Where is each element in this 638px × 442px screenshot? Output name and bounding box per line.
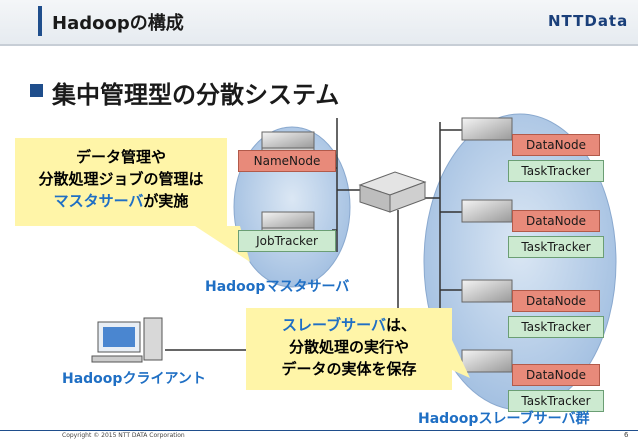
- title-bar: [0, 0, 638, 44]
- callout-line: 分散処理の実行や: [288, 338, 409, 356]
- footer-divider: [0, 430, 638, 431]
- page-number: 6: [624, 431, 629, 439]
- callout-text: は、: [385, 316, 416, 334]
- header-divider: [0, 44, 638, 46]
- namenode-label: NameNode: [238, 150, 336, 172]
- callout-highlight: マスタサーバ: [53, 192, 144, 210]
- headline: 集中管理型の分散システム: [52, 81, 340, 109]
- datanode-label: DataNode: [512, 210, 600, 232]
- callout-text: が実施: [143, 192, 189, 210]
- client-pc-icon: [91, 317, 163, 363]
- slave-group-label: Hadoopスレーブサーバ群: [418, 411, 590, 427]
- slave-callout-tail: [452, 340, 470, 378]
- slide-title: Hadoopの構成: [52, 13, 184, 34]
- client-label: Hadoopクライアント: [62, 371, 206, 387]
- tasktracker-label: TaskTracker: [508, 390, 604, 412]
- datanode-label: DataNode: [512, 134, 600, 156]
- tasktracker-label: TaskTracker: [508, 316, 604, 338]
- title-accent-bar: [38, 6, 42, 36]
- jobtracker-label: JobTracker: [238, 230, 336, 252]
- datanode-label: DataNode: [512, 290, 600, 312]
- master-group-label: Hadoopマスタサーバ: [205, 279, 350, 295]
- network-switch-icon: [358, 171, 427, 213]
- company-logo: NTTData: [548, 12, 629, 30]
- tasktracker-label: TaskTracker: [508, 160, 604, 182]
- slave-server-icons: [461, 117, 513, 373]
- callout-line: データの実体を保存: [281, 360, 417, 378]
- callout-line: スレーブサーバは、: [246, 314, 452, 336]
- callout-line: 分散処理ジョブの管理は: [38, 170, 204, 188]
- copyright-notice: Copyright © 2015 NTT DATA Corporation: [62, 432, 185, 439]
- datanode-label: DataNode: [512, 364, 600, 386]
- callout-line: データ管理や: [75, 148, 166, 166]
- callout-line: マスタサーバが実施: [15, 190, 227, 212]
- slave-callout: スレーブサーバは、 分散処理の実行や データの実体を保存: [246, 308, 452, 390]
- master-callout-tail: [195, 226, 250, 262]
- master-callout: データ管理や 分散処理ジョブの管理は マスタサーバが実施: [15, 138, 227, 226]
- callout-highlight: スレーブサーバ: [282, 316, 386, 334]
- bullet-square-icon: [30, 84, 43, 97]
- tasktracker-label: TaskTracker: [508, 236, 604, 258]
